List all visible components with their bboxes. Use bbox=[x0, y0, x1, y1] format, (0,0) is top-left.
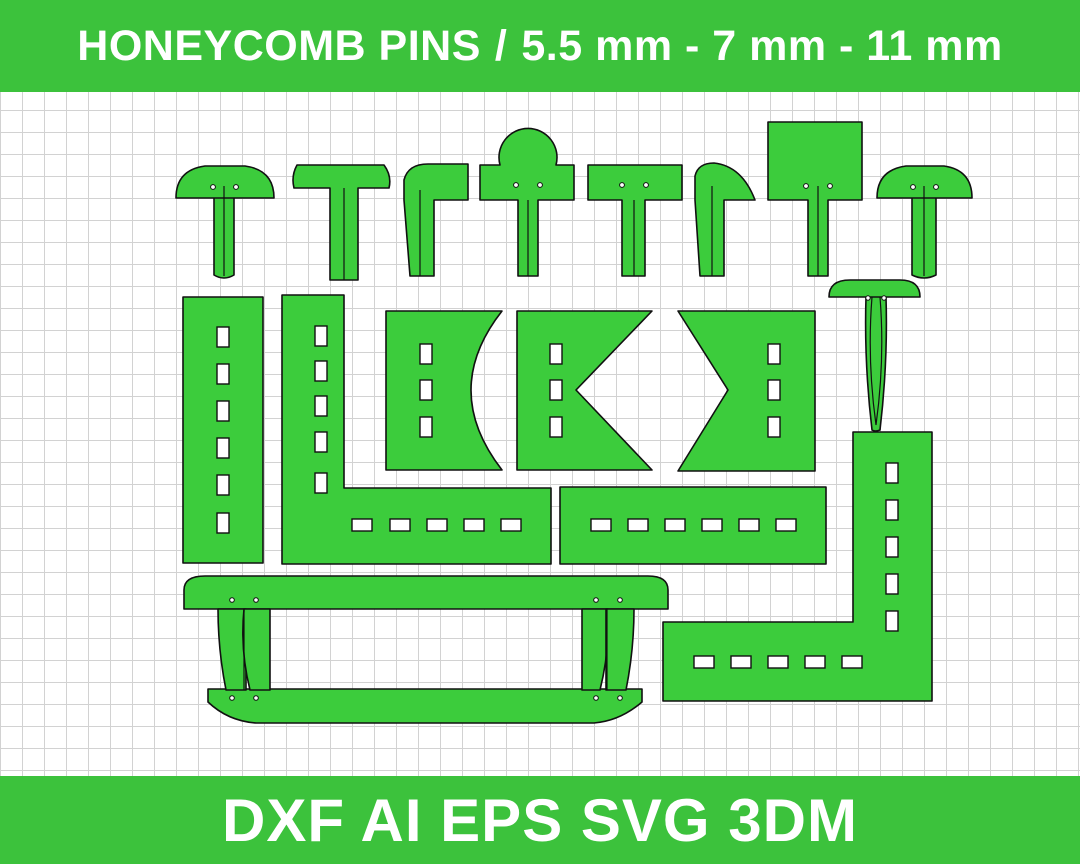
pin-round-head-2 bbox=[876, 165, 973, 279]
pin-circle-head bbox=[479, 127, 575, 277]
pin-corner-head bbox=[403, 163, 469, 277]
l-bracket-right bbox=[662, 431, 933, 702]
long-pin bbox=[828, 279, 921, 432]
pin-quarter-head bbox=[694, 162, 756, 277]
l-bracket-large bbox=[281, 294, 552, 565]
v-notch-plate bbox=[516, 310, 653, 471]
long-clip bbox=[183, 575, 669, 724]
pin-round-head bbox=[175, 165, 275, 279]
footer-formats: DXF AI EPS SVG 3DM bbox=[222, 786, 858, 854]
header-sizes: 5.5 mm - 7 mm - 11 mm bbox=[521, 21, 1003, 70]
header-separator: / bbox=[494, 21, 508, 70]
horizontal-bar bbox=[559, 486, 827, 565]
v-point-plate bbox=[677, 310, 816, 472]
header-banner: HONEYCOMB PINS / 5.5 mm - 7 mm - 11 mm bbox=[0, 0, 1080, 92]
straight-bar bbox=[182, 296, 264, 564]
header-title: HONEYCOMB PINS bbox=[77, 21, 481, 70]
pin-rect-head bbox=[587, 164, 683, 277]
footer-banner: DXF AI EPS SVG 3DM bbox=[0, 776, 1080, 864]
pin-flat-head bbox=[292, 164, 391, 281]
concave-plate bbox=[385, 310, 503, 471]
pin-square-head bbox=[767, 121, 863, 277]
